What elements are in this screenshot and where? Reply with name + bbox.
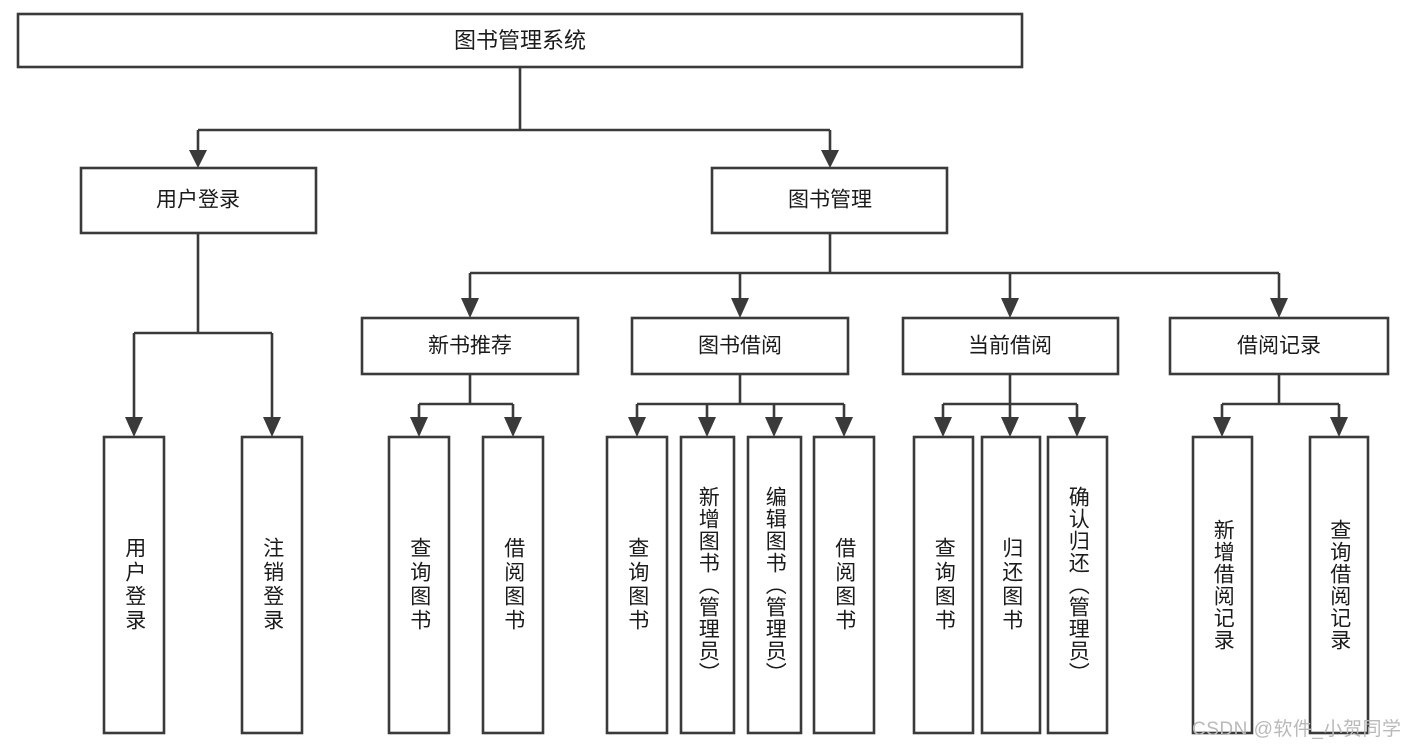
arrowhead-user-login <box>189 150 207 168</box>
node-root-book-management-system[interactable] <box>16 12 1024 69</box>
leaf-current-confirm-return-admin[interactable] <box>1046 435 1109 735</box>
arrowhead-recommend-leaf-1 <box>410 417 428 437</box>
node-book-borrow-label: 图书借阅 <box>698 335 782 358</box>
arrowhead-borrow-leaf-4 <box>835 417 853 437</box>
arrowhead-current-leaf-3 <box>1068 417 1086 437</box>
arrowhead-borrow-leaf-2 <box>698 417 716 437</box>
arrowhead-borrow-record <box>1270 298 1288 318</box>
node-current-borrow[interactable] <box>901 316 1120 376</box>
arrowhead-current-leaf-1 <box>934 417 952 437</box>
arrowhead-leaf-user-login <box>125 417 143 437</box>
arrowhead-book-manage <box>821 150 839 168</box>
arrowhead-new-book-recommend <box>461 298 479 318</box>
csdn-watermark: CSDN @软件_小贺同学 <box>1192 719 1402 740</box>
connector-layer <box>125 67 1348 437</box>
node-new-book-recommend[interactable] <box>360 316 580 376</box>
node-book-borrow[interactable] <box>630 316 850 376</box>
arrowhead-record-leaf-1 <box>1213 417 1231 437</box>
node-user-login-label: 用户登录 <box>156 189 240 212</box>
leaf-borrow-edit-book-admin[interactable] <box>746 435 803 735</box>
leaf-current-query-book[interactable] <box>912 435 975 735</box>
arrowhead-borrow-leaf-3 <box>765 417 783 437</box>
arrowhead-record-leaf-2 <box>1330 417 1348 437</box>
node-book-management[interactable] <box>710 166 949 235</box>
leaf-logout[interactable] <box>240 435 304 735</box>
node-borrow-record[interactable] <box>1168 316 1390 376</box>
arrowhead-leaf-logout <box>263 417 281 437</box>
leaf-borrow-borrow-book[interactable] <box>812 435 876 735</box>
arrowhead-borrow-leaf-1 <box>628 417 646 437</box>
leaf-recommend-borrow-book[interactable] <box>481 435 545 735</box>
leaf-current-return-book[interactable] <box>980 435 1042 735</box>
node-root-label: 图书管理系统 <box>454 28 586 53</box>
node-new-book-recommend-label: 新书推荐 <box>428 335 512 358</box>
node-book-management-label: 图书管理 <box>788 189 872 212</box>
node-borrow-record-label: 借阅记录 <box>1237 335 1321 358</box>
arrowhead-current-leaf-2 <box>1001 417 1019 437</box>
leaf-recommend-query-book[interactable] <box>387 435 451 735</box>
leaf-borrow-add-book-admin[interactable] <box>679 435 736 735</box>
arrowhead-book-borrow <box>731 298 749 318</box>
node-user-login[interactable] <box>79 166 318 235</box>
leaf-user-login[interactable] <box>102 435 166 735</box>
arrowhead-current-borrow <box>1001 298 1019 318</box>
leaf-record-query-record[interactable] <box>1308 435 1370 735</box>
arrowhead-recommend-leaf-2 <box>504 417 522 437</box>
node-current-borrow-label: 当前借阅 <box>968 335 1052 358</box>
leaf-record-add-record[interactable] <box>1191 435 1254 735</box>
node-layer: 图书管理系统 用户登录 图书管理 新书推荐 图书借阅 当前借阅 借阅记录 <box>16 12 1390 735</box>
leaf-borrow-query-book[interactable] <box>605 435 669 735</box>
